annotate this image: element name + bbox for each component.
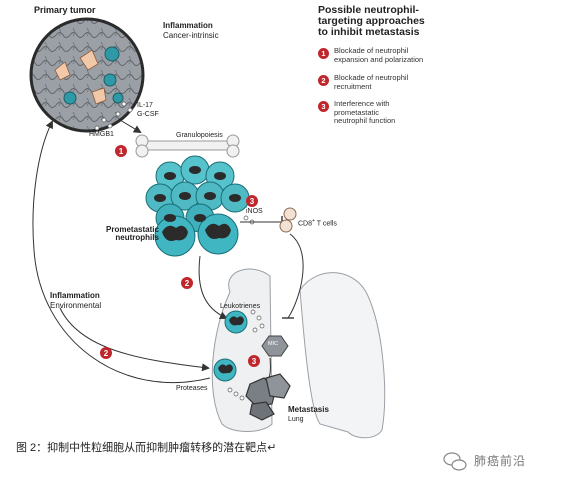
mic-label: MIC — [268, 341, 279, 347]
tumor-to-bone-arrow — [119, 119, 142, 134]
gcsf-label: G-CSF — [137, 111, 159, 118]
primary-tumor-graphic — [29, 17, 145, 133]
legend-title: Possible neutrophil- targeting approache… — [318, 4, 425, 39]
legend-num-1: 1 — [318, 48, 329, 59]
metastasis-label: Metastasis — [288, 405, 329, 414]
legend-text-3: Interference with prometastatic neutroph… — [334, 99, 396, 126]
hmgb1-label: HMGB1 — [89, 131, 114, 138]
feedback-loop-arrow — [32, 120, 211, 383]
lung-neutrophil-1 — [224, 310, 248, 334]
lung-neutrophil-2 — [213, 358, 237, 382]
leukotriene-dots — [250, 309, 265, 333]
inflammation-label: Inflammation — [163, 21, 213, 30]
protease-dots — [227, 387, 245, 401]
bone-graphic — [135, 134, 240, 158]
tumor-cell-highlight — [79, 49, 99, 71]
badge-1: 1 — [115, 145, 127, 157]
legend-item-1: 1 Blockade of neutrophil expansion and p… — [318, 46, 478, 64]
cd8-prefix: CD8 — [298, 220, 313, 228]
legend-item-2: 2 Blockade of neutrophil recruitment — [318, 73, 478, 91]
cd8-suffix: T cells — [314, 220, 337, 228]
recruitment-arrow — [198, 255, 228, 320]
granulopoiesis-label: Granulopoiesis — [176, 132, 223, 139]
figure-caption: 图 2：抑制中性粒细胞从而抑制肿瘤转移的潜在靶点↵ — [16, 442, 277, 454]
environmental-label: Environmental — [50, 301, 102, 310]
il17-label: IL-17 — [137, 102, 153, 109]
inos-inhibition — [240, 215, 283, 228]
tumor-neutrophil — [104, 46, 120, 62]
legend-text-2: Blockade of neutrophil recruitment — [334, 73, 409, 91]
legend-item-3: 3 Interference with prometastatic neutro… — [318, 99, 478, 126]
neutrophil-nuclei — [154, 166, 241, 241]
cd8-sup: + — [312, 218, 315, 224]
badge-2-environmental: 2 — [100, 347, 112, 359]
cd8-t-cells-label: CD8+ T cells — [298, 218, 337, 228]
t-cell-line — [287, 233, 304, 319]
legend-text-1: Blockade of neutrophil expansion and pol… — [334, 46, 424, 64]
badge-2-recruitment: 2 — [181, 277, 193, 289]
inos-label: iNOS — [246, 208, 263, 215]
primary-tumor-label: Primary tumor — [34, 5, 96, 15]
wechat-logo-icon — [443, 452, 467, 471]
cancer-intrinsic-label: Cancer-intrinsic — [163, 31, 219, 40]
cd8-t-cells — [279, 207, 297, 233]
proteases-label: Proteases — [176, 385, 208, 392]
mic-cell — [261, 335, 289, 357]
badge-3-lung: 3 — [248, 355, 260, 367]
prometastatic-neutrophils-label: Prometastatic neutrophils — [106, 225, 159, 243]
lung-label: Lung — [288, 416, 304, 423]
environmental-arrow — [59, 307, 210, 372]
legend-num-3: 3 — [318, 101, 329, 112]
logo-text: 肺癌前沿 — [474, 454, 527, 468]
logo: 肺癌前沿 — [468, 452, 526, 469]
badge-3-inos: 3 — [246, 195, 258, 207]
secreted-factors — [94, 101, 133, 131]
metastasis-cluster — [245, 373, 291, 421]
inflammation-env-label: Inflammation — [50, 291, 100, 300]
legend-num-2: 2 — [318, 75, 329, 86]
leukotrienes-label: Leukotrienes — [220, 303, 261, 310]
